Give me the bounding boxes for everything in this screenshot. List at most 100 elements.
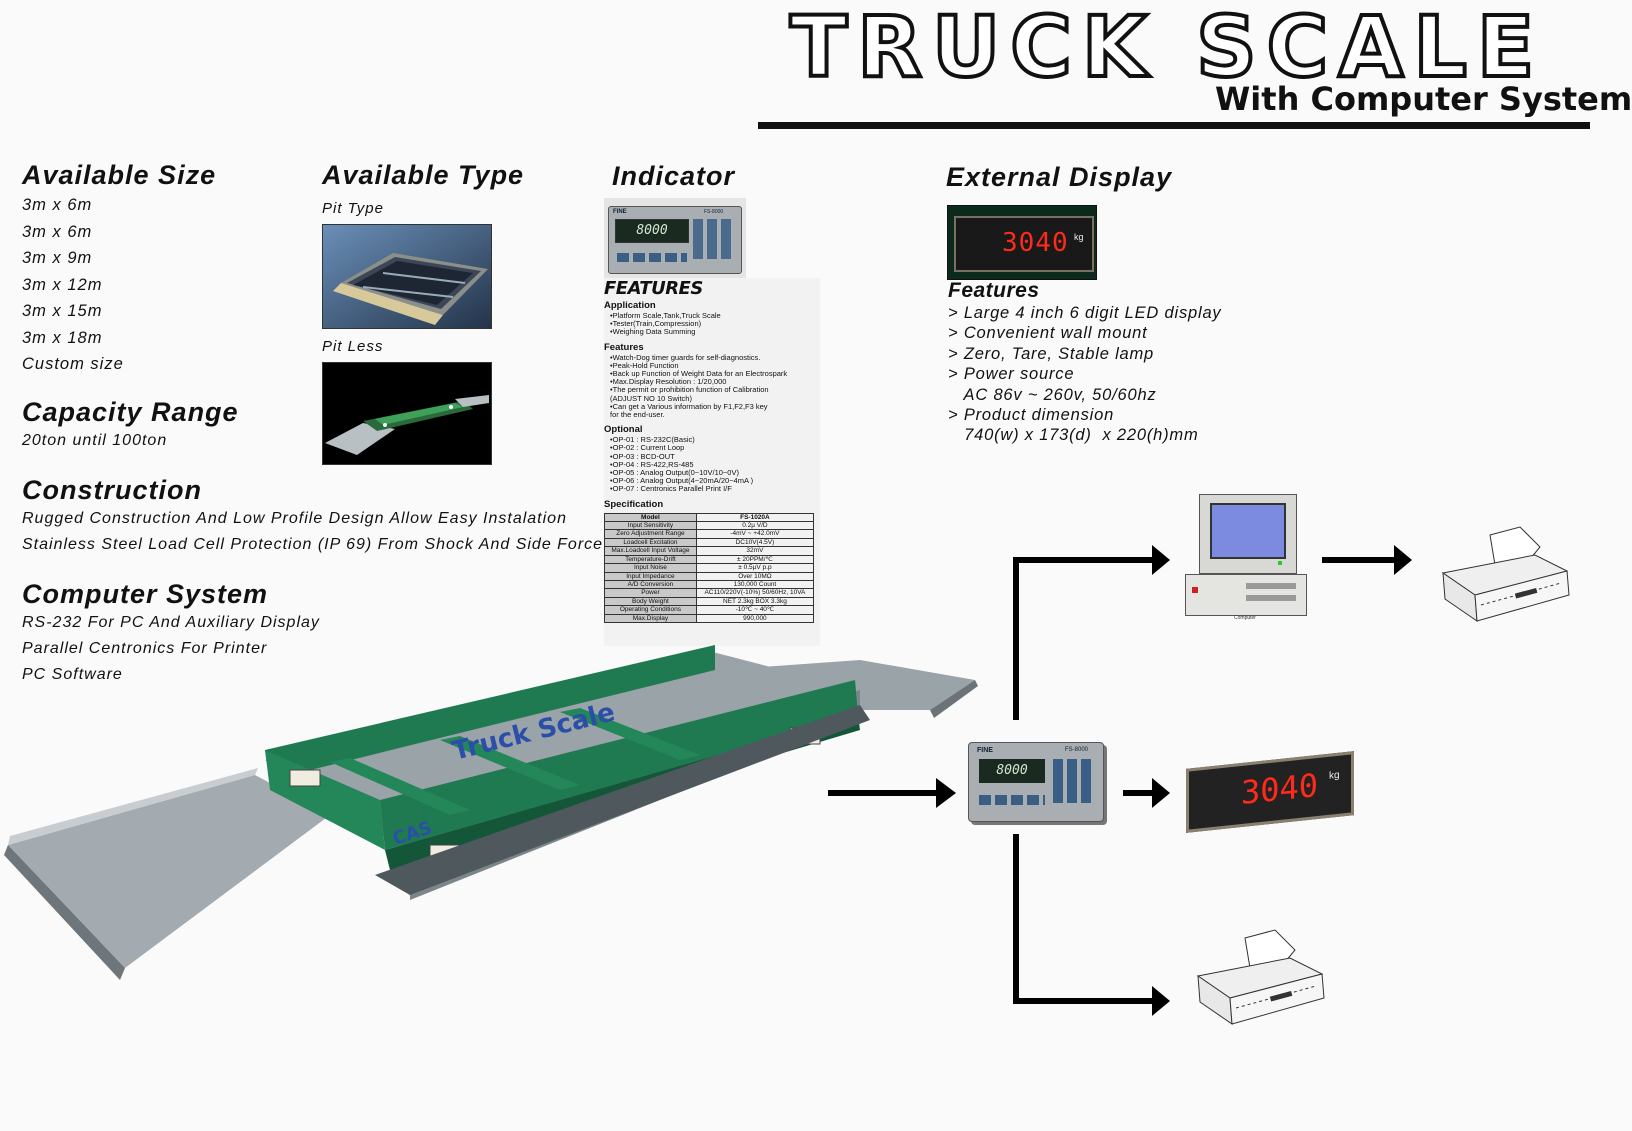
printer-icon <box>1196 929 1325 1026</box>
computer-system-line: Parallel Centronics For Printer <box>22 640 268 657</box>
indicator-photo: FINE FS-8000 8000 <box>604 198 746 278</box>
size-item: 3m x 15m <box>22 302 103 320</box>
external-feature-item: > Convenient wall mount <box>948 324 1148 343</box>
spec-label: Input Impedance <box>604 571 697 581</box>
arrow-head-icon <box>1152 545 1170 575</box>
spec-row: Zero Adjustment Range-4mV ~ +42.0mV <box>604 529 815 539</box>
size-item: 3m x 18m <box>22 328 103 347</box>
spec-value: -10℃ ~ 40℃ <box>695 605 815 615</box>
optional-item: •OP-03 : BCD-OUT <box>610 451 675 461</box>
external-display-unit: kg <box>1074 232 1084 242</box>
header-rule <box>758 122 1590 129</box>
spec-value: 32mV <box>695 546 815 556</box>
spec-label: Body Weight <box>604 596 697 607</box>
application-item: •Tester(Train,Compression) <box>610 319 702 329</box>
function-keys-icon <box>979 795 1045 805</box>
page-subtitle: With Computer System <box>1215 80 1632 118</box>
feature-item: •Max.Display Resolution : 1/20,000 <box>610 377 727 387</box>
indicator-device-model: FS-8000 <box>1065 747 1089 753</box>
available-size-list: 3m x 6m 3m x 6m 3m x 9m 3m x 12m 3m x 15… <box>22 196 124 382</box>
spec-value: ± 20PPM/℃ <box>695 554 815 565</box>
pit-type-image <box>322 224 492 329</box>
spec-value: 0.2µ V/D <box>695 521 815 531</box>
arrow-head-icon <box>1152 778 1170 808</box>
application-item: •Weighing Data Summing <box>610 327 696 337</box>
spec-label: Input Noise <box>604 563 697 573</box>
spec-title: Specification <box>604 498 664 510</box>
spec-value: Over 10MΩ <box>695 571 815 581</box>
feature-item: •The permit or prohibition function of C… <box>610 385 769 395</box>
arrow-to-computer <box>1013 557 1155 563</box>
external-feature-item: > Large 4 inch 6 digit LED display <box>948 304 1222 322</box>
spec-value: 130,000 Count <box>695 579 815 590</box>
computer-label: Computer <box>1234 615 1256 621</box>
construction-line: Rugged Construction And Low Profile Desi… <box>22 510 567 527</box>
spec-label: Power <box>604 588 697 598</box>
spec-label: A/D Conversion <box>604 579 697 590</box>
feature-item: •Can get a Various information by F1,F2,… <box>610 401 768 411</box>
spec-value: DC10V(4.5V) <box>695 537 815 548</box>
load-cell-icon <box>289 769 321 787</box>
optional-item: •OP-05 : Analog Output(0~10V/10~0V) <box>610 468 739 478</box>
optional-item: •OP-01 : RS-232C(Basic) <box>610 435 695 445</box>
application-item: •Platform Scale,Tank,Truck Scale <box>610 311 721 320</box>
spec-label: Zero Adjustment Range <box>604 529 697 539</box>
feature-item: •Peak-Hold Function <box>610 360 679 370</box>
keypad-icon <box>693 219 735 259</box>
spec-label: Max.Loadcell Input Voltage <box>604 546 697 556</box>
indicator-spec-sheet: FEATURES Application •Platform Scale,Tan… <box>604 278 820 646</box>
page-title: TRUCK SCALE <box>788 0 1545 97</box>
external-feature-item: > Power source <box>948 365 1075 384</box>
indicator-device-brand: FINE <box>977 747 993 754</box>
available-type-heading: Available Type <box>322 160 525 190</box>
external-features-title: Features <box>948 279 1040 302</box>
indicator-heading: Indicator <box>612 161 736 191</box>
computer-icon: Computer <box>1185 494 1307 624</box>
application-title: Application <box>604 300 656 311</box>
capacity-text: 20ton until 100ton <box>22 432 168 449</box>
spec-label: Input Sensitivity <box>604 521 697 531</box>
keypad-icon <box>1053 759 1095 803</box>
capacity-heading: Capacity Range <box>22 397 239 427</box>
function-keys-icon <box>617 253 687 262</box>
scale-frame-back <box>265 645 715 780</box>
truck-scale-illustration: Truck Scale CAS <box>4 645 978 980</box>
printer-icon <box>1441 526 1570 623</box>
computer-system-line: RS-232 For PC And Auxiliary Display <box>22 614 320 631</box>
arrow-to-printer-bottom <box>1013 998 1155 1004</box>
indicator-device-readout: 8000 <box>996 763 1028 778</box>
arrow-head-icon <box>936 778 956 808</box>
optional-item: •OP-04 : RS-422,RS-485 <box>610 459 694 469</box>
arrow-head-icon <box>1152 986 1170 1016</box>
branch-line-up <box>1013 557 1019 720</box>
spec-value: -4mV ~ +42.0mV <box>695 529 815 539</box>
optional-item: •OP-02 : Current Loop <box>610 443 685 453</box>
spec-label: Max.Display <box>604 613 697 623</box>
optional-item: •OP-07 : Centronics Parallel Print I/F <box>610 484 732 494</box>
spec-label: Loadcell Excitation <box>604 537 697 548</box>
spec-label: Temperature-Drift <box>604 554 697 565</box>
size-item: 3m x 9m <box>22 249 93 267</box>
external-feature-item: 740(w) x 173(d) x 220(h)mm <box>948 426 1199 445</box>
arrow-to-display <box>1123 790 1155 796</box>
arrow-to-printer-top <box>1322 557 1396 563</box>
feature-item: for the end-user. <box>610 410 665 420</box>
optional-item: •OP-06 : Analog Output(4~20mA/20~4mA ) <box>610 476 754 486</box>
pit-type-label: Pit Type <box>322 200 384 217</box>
indicator-brand: FINE <box>613 209 627 215</box>
branch-line-down <box>1013 834 1019 1004</box>
external-feature-item: > Zero, Tare, Stable lamp <box>948 344 1155 363</box>
scale-frame-front <box>380 680 858 850</box>
external-display-device: 3040 kg <box>1186 751 1354 833</box>
indicator-readout: 8000 <box>636 223 668 238</box>
external-display-reading: 3040 <box>1002 228 1069 258</box>
spec-label: Operating Conditions <box>604 605 697 615</box>
spec-row: Operating Conditions-10℃ ~ 40℃ <box>604 605 815 615</box>
